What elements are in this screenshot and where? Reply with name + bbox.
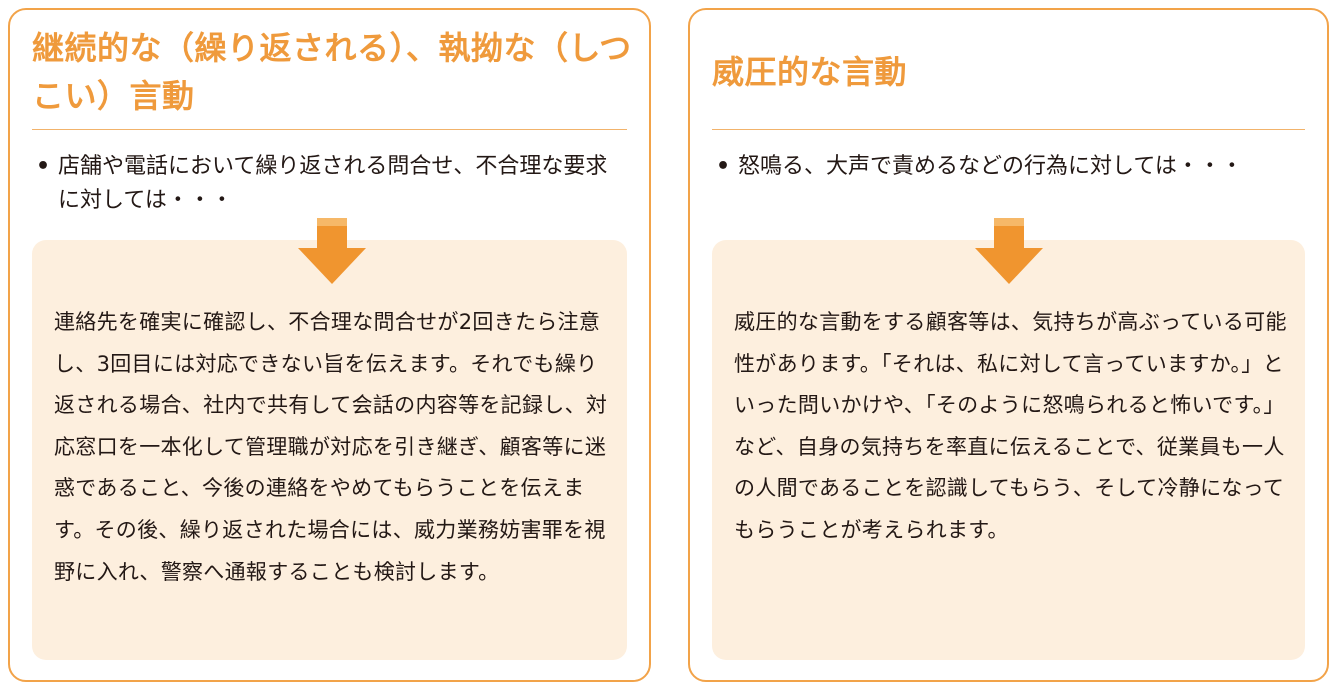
down-arrow-icon	[298, 218, 366, 284]
response-text: 連絡先を確実に確認し、不合理な問合せが2回きたら注意し、3回目には対応できない旨…	[54, 310, 608, 584]
down-arrow-icon	[975, 218, 1043, 284]
card-title: 継続的な（繰り返される）、執拗な（しつこい）言動	[32, 29, 632, 115]
response-text: 威圧的な言動をする顧客等は、気持ちが高ぶっている可能性があります。「それは、私に…	[734, 310, 1287, 542]
bullet-mark: •	[36, 154, 51, 179]
situation-text: 怒鳴る、大声で責めるなどの行為に対しては・・・	[738, 154, 1243, 179]
title-divider	[712, 129, 1305, 130]
situation-text: 店舗や電話において繰り返される問合せ、不合理な要求に対しては・・・	[58, 154, 608, 213]
title-divider	[32, 129, 627, 130]
bullet-mark: •	[716, 154, 731, 179]
card-intimidating-conduct: 威圧的な言動 • 怒鳴る、大声で責めるなどの行為に対しては・・・ 威圧的な言動を…	[688, 8, 1329, 682]
situation-bullet: • 怒鳴る、大声で責めるなどの行為に対しては・・・	[716, 150, 1305, 184]
card-persistent-conduct: 継続的な（繰り返される）、執拗な（しつこい）言動 • 店舗や電話において繰り返さ…	[8, 8, 651, 682]
situation-bullet: • 店舗や電話において繰り返される問合せ、不合理な要求に対しては・・・	[36, 150, 627, 218]
response-panel: 威圧的な言動をする顧客等は、気持ちが高ぶっている可能性があります。「それは、私に…	[712, 240, 1305, 660]
card-title: 威圧的な言動	[712, 53, 908, 91]
response-panel: 連絡先を確実に確認し、不合理な問合せが2回きたら注意し、3回目には対応できない旨…	[32, 240, 627, 660]
